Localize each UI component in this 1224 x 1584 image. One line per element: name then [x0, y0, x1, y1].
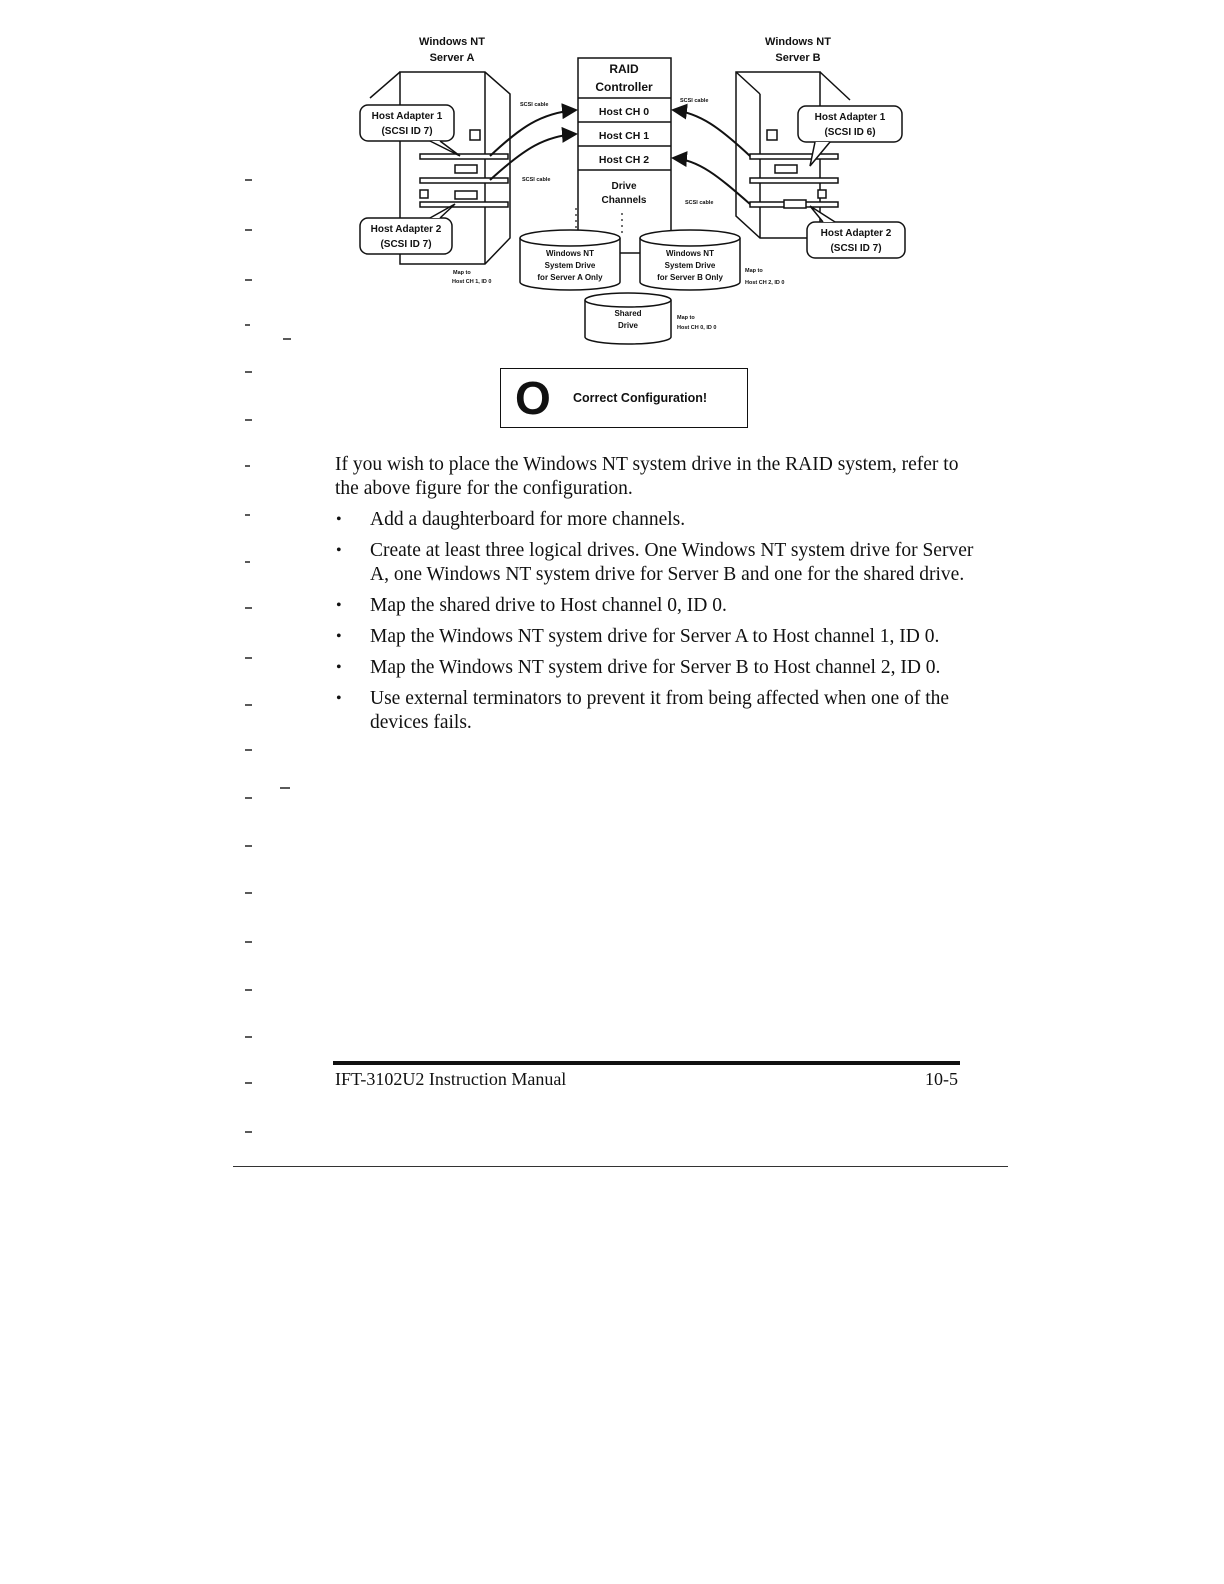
b-adapter2-line2: (SCSI ID 7) [830, 243, 881, 254]
host-channel-1: Host CH 1 [599, 130, 649, 142]
a-adapter1-line2: (SCSI ID 7) [381, 126, 432, 137]
drive-a-line3: for Server A Only [537, 273, 603, 282]
map-a-line2: Host CH 1, ID 0 [452, 279, 491, 285]
server-b-title-line1: Windows NT [765, 36, 831, 48]
correct-configuration-text: Correct Configuration! [573, 391, 708, 405]
drive-cylinders [519, 229, 741, 345]
map-shared-line1: Map to [677, 315, 695, 321]
map-b-line2: Host CH 2, ID 0 [745, 280, 784, 286]
bullet-list: Add a daughterboard for more channels. C… [335, 508, 975, 735]
drive-b-line2: System Drive [665, 261, 716, 270]
instructions: If you wish to place the Windows NT syst… [335, 453, 975, 742]
callout-bubbles [359, 104, 906, 259]
drive-b-line1: Windows NT [666, 249, 714, 258]
drive-channels-line2: Channels [601, 195, 646, 206]
intro-paragraph: If you wish to place the Windows NT syst… [335, 454, 959, 499]
raid-title-line1: RAID [609, 62, 639, 76]
scsi-cable-label-2: SCSI cable [522, 177, 550, 183]
correct-mark-icon: O [515, 372, 551, 424]
list-item: Create at least three logical drives. On… [335, 539, 975, 587]
host-channel-0: Host CH 0 [599, 106, 649, 118]
a-adapter2-line1: Host Adapter 2 [371, 224, 442, 235]
server-a-title-line1: Windows NT [419, 36, 485, 48]
margin-marks [245, 179, 291, 1133]
b-adapter1-line2: (SCSI ID 6) [824, 127, 875, 138]
server-a-title-line2: Server A [430, 52, 475, 64]
configuration-diagram: Windows NT Server A Windows NT Server B … [340, 28, 920, 358]
list-item: Map the Windows NT system drive for Serv… [335, 625, 975, 649]
a-adapter1-line1: Host Adapter 1 [372, 111, 443, 122]
server-b-tower [735, 71, 851, 239]
footer-page-number: 10-5 [925, 1069, 958, 1089]
shared-drive-line2: Drive [618, 321, 639, 330]
scsi-cables [489, 103, 751, 205]
server-b-title-line2: Server B [775, 52, 820, 64]
drive-channels-line1: Drive [611, 181, 636, 192]
raid-title-line2: Controller [595, 80, 653, 94]
correct-configuration-callout: O Correct Configuration! [500, 368, 748, 428]
scsi-cable-label-1: SCSI cable [520, 102, 548, 108]
drive-a-line1: Windows NT [546, 249, 594, 258]
a-adapter2-line2: (SCSI ID 7) [380, 239, 431, 250]
footer-manual-title: IFT-3102U2 Instruction Manual [335, 1069, 567, 1089]
footer-rule [333, 1061, 960, 1065]
raid-controller [577, 57, 672, 254]
list-item: Add a daughterboard for more channels. [335, 508, 975, 532]
b-adapter1-line1: Host Adapter 1 [815, 112, 886, 123]
scsi-cable-label-4: SCSI cable [685, 200, 713, 206]
b-adapter2-line1: Host Adapter 2 [821, 228, 892, 239]
shared-drive-line1: Shared [614, 309, 641, 318]
map-a-line1: Map to [453, 270, 471, 276]
drive-b-line3: for Server B Only [657, 273, 723, 282]
page-edge-rule [233, 1166, 1008, 1167]
list-item: Map the Windows NT system drive for Serv… [335, 656, 975, 680]
scsi-cable-label-3: SCSI cable [680, 98, 708, 104]
list-item: Use external terminators to prevent it f… [335, 687, 975, 735]
map-b-line1: Map to [745, 268, 763, 274]
map-shared-line2: Host CH 0, ID 0 [677, 325, 716, 331]
drive-a-line2: System Drive [545, 261, 596, 270]
host-channel-2: Host CH 2 [599, 154, 649, 166]
list-item: Map the shared drive to Host channel 0, … [335, 594, 975, 618]
